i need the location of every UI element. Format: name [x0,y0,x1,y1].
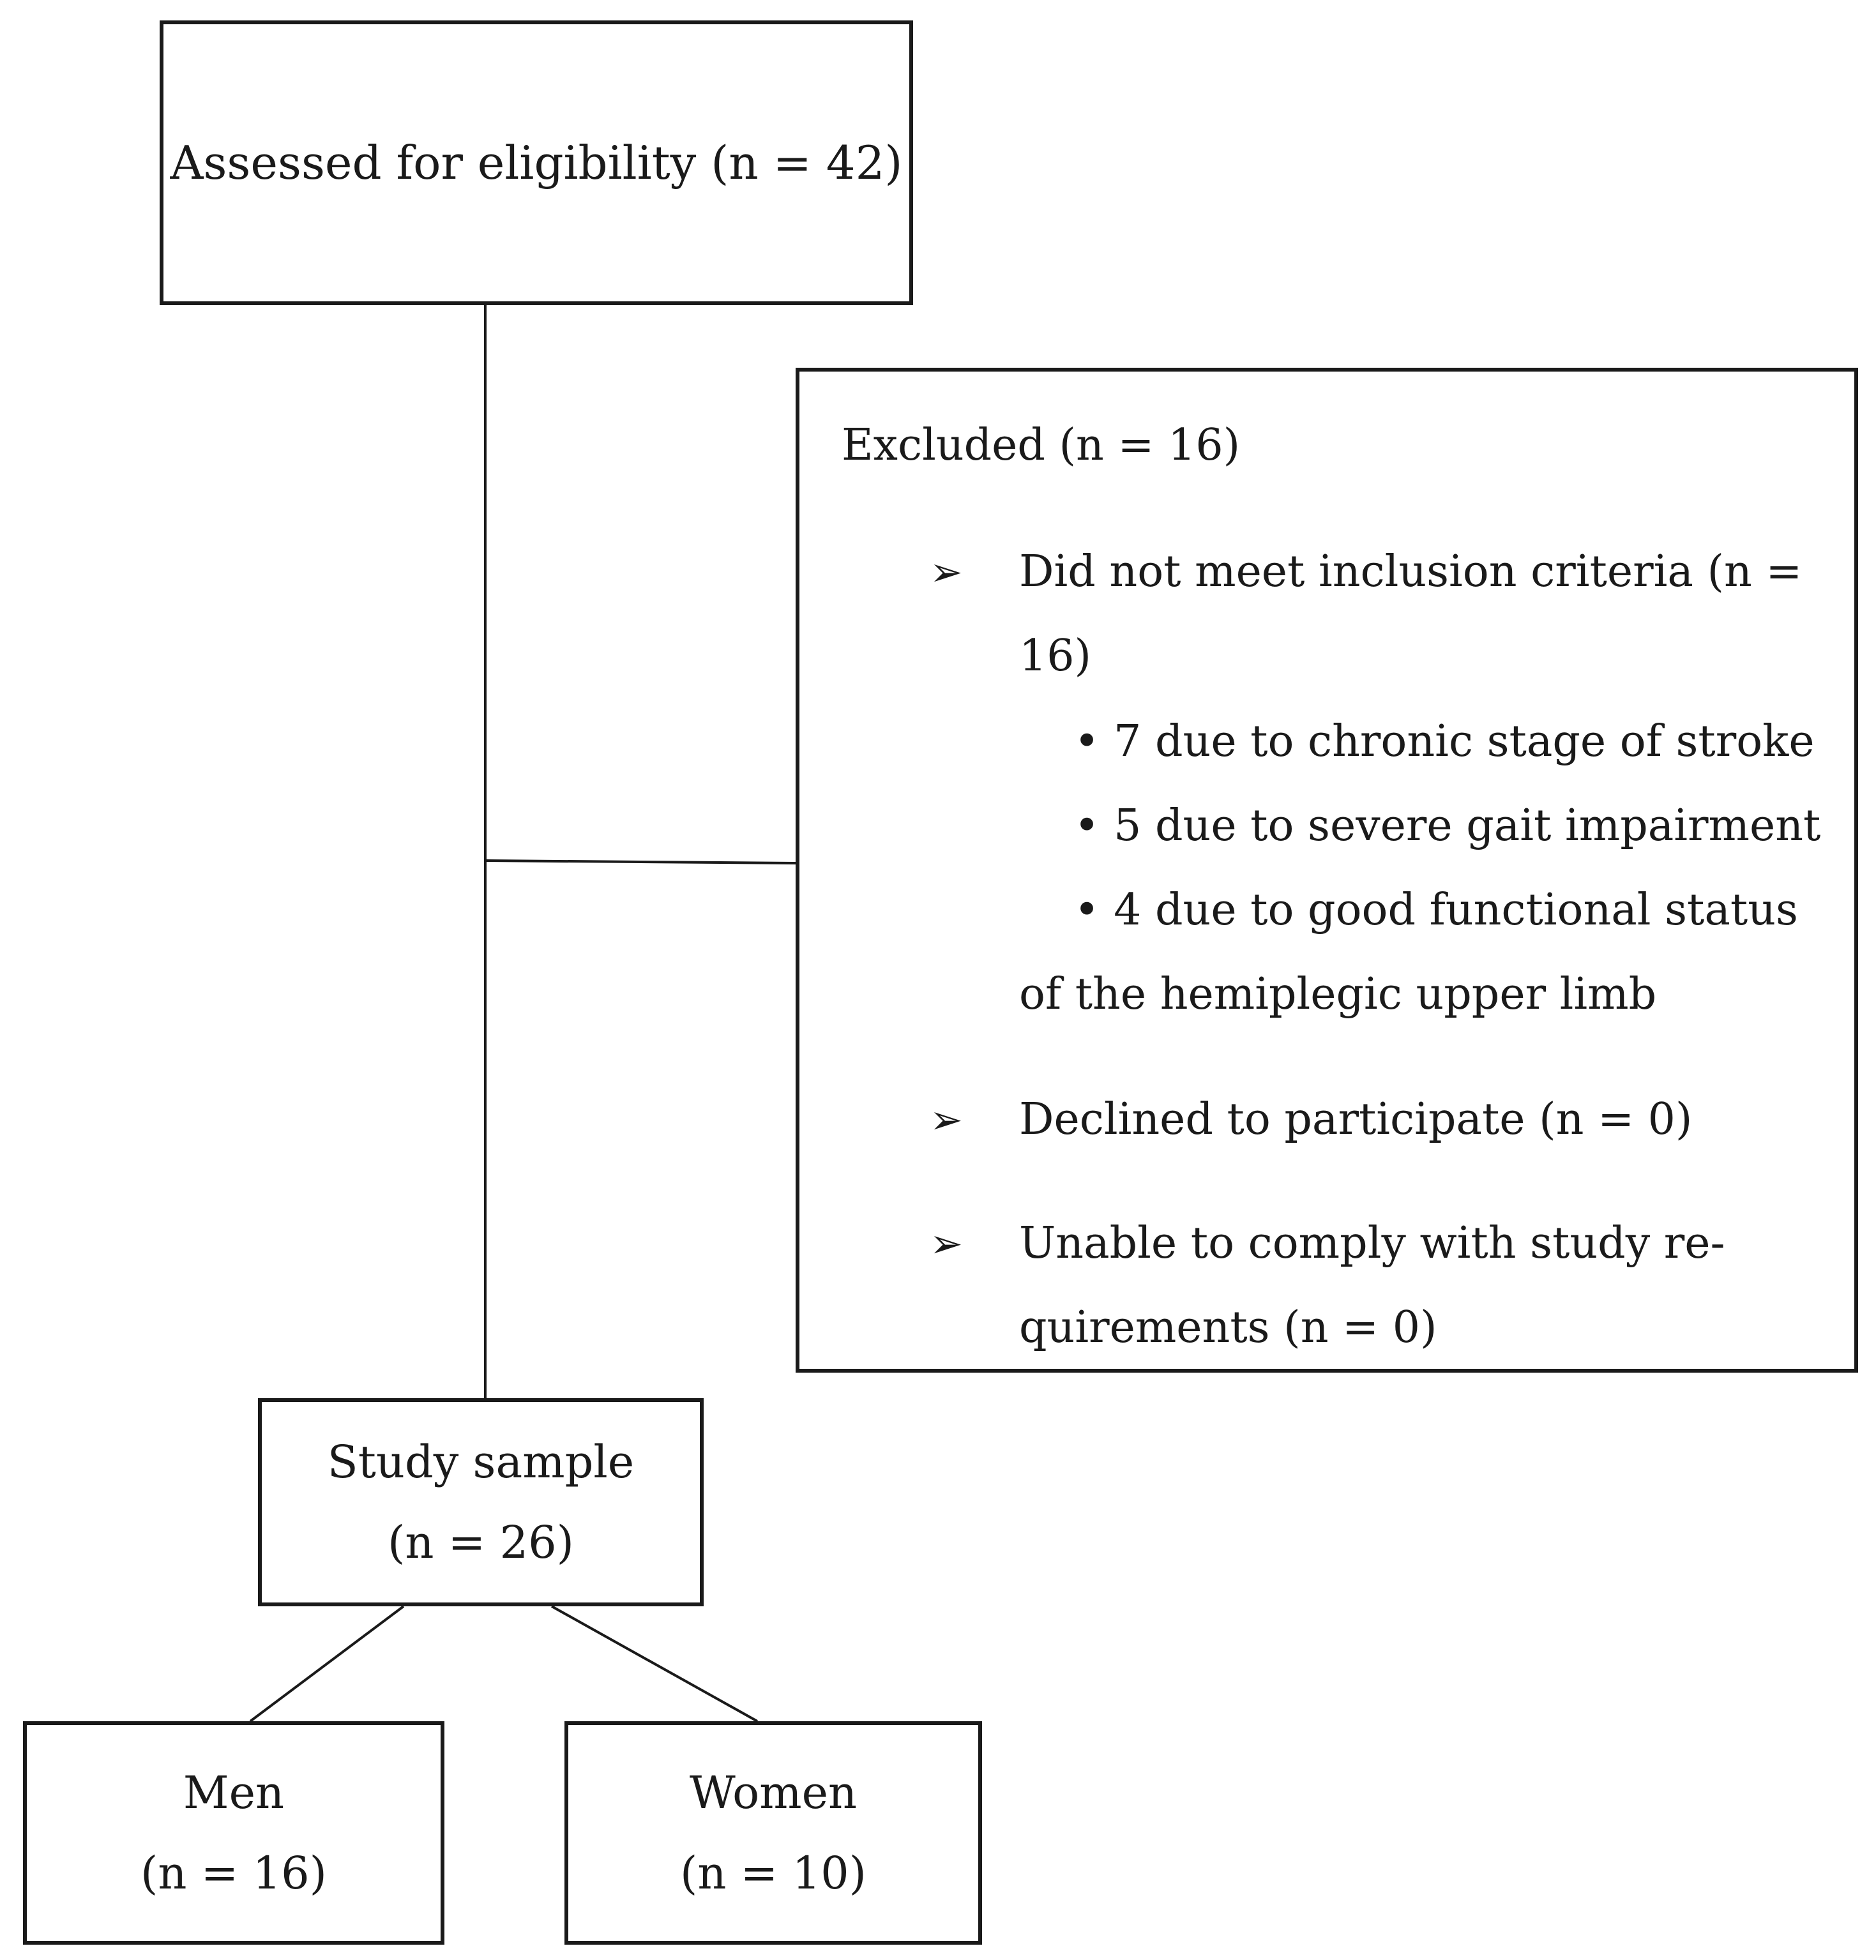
study-sample-count: (n = 26) [388,1516,574,1569]
criterion-declined-label: Declined to participate (n = 0) [1019,1094,1693,1145]
bullet-icon: • [1074,801,1100,851]
study-sample-label: Study sample [327,1436,635,1488]
men-box: Men (n = 16) [23,1721,444,1945]
exclusion-branch-line [485,859,796,864]
criterion-inclusion-continuation: 16) [1019,631,1092,681]
women-branch-line [551,1605,758,1723]
reason-item: • 7 due to chronic stage of stroke [1074,700,1815,784]
excluded-box: Excluded (n = 16) ➢ Did not meet inclusi… [796,368,1858,1373]
reason-item: • 4 due to good functional status [1074,868,1798,953]
reason-text: 5 due to severe gait impairment [1114,801,1821,851]
women-label: Women [689,1767,858,1819]
bullet-icon: • [1074,885,1100,935]
arrow-bullet-icon: ➢ [930,1096,963,1143]
men-branch-line [249,1605,405,1723]
excluded-title: Excluded (n = 16) [842,420,1241,471]
men-label: Men [183,1767,285,1819]
bullet-icon: • [1074,716,1100,767]
assessed-box: Assessed for eligibility (n = 42) [160,20,913,305]
criterion-unable-continuation: quirements (n = 0) [1019,1302,1437,1353]
reason-item: • 5 due to severe gait impairment [1074,784,1820,868]
criterion-inclusion-label: Did not meet inclusion criteria (n = [1019,547,1803,597]
assessed-label: Assessed for eligibility (n = 42) [170,136,903,190]
women-box: Women (n = 10) [564,1721,982,1945]
study-sample-box: Study sample (n = 26) [258,1398,704,1606]
reason-text: 7 due to chronic stage of stroke [1114,716,1815,767]
criterion-unable-label: Unable to comply with study re- [1019,1218,1725,1269]
women-count: (n = 10) [680,1847,866,1899]
men-count: (n = 16) [140,1847,327,1899]
reason-text: 4 due to good functional status [1114,885,1798,935]
reason-continuation: of the hemiplegic upper limb [1019,969,1657,1020]
arrow-bullet-icon: ➢ [930,1220,963,1267]
arrow-bullet-icon: ➢ [930,548,963,595]
